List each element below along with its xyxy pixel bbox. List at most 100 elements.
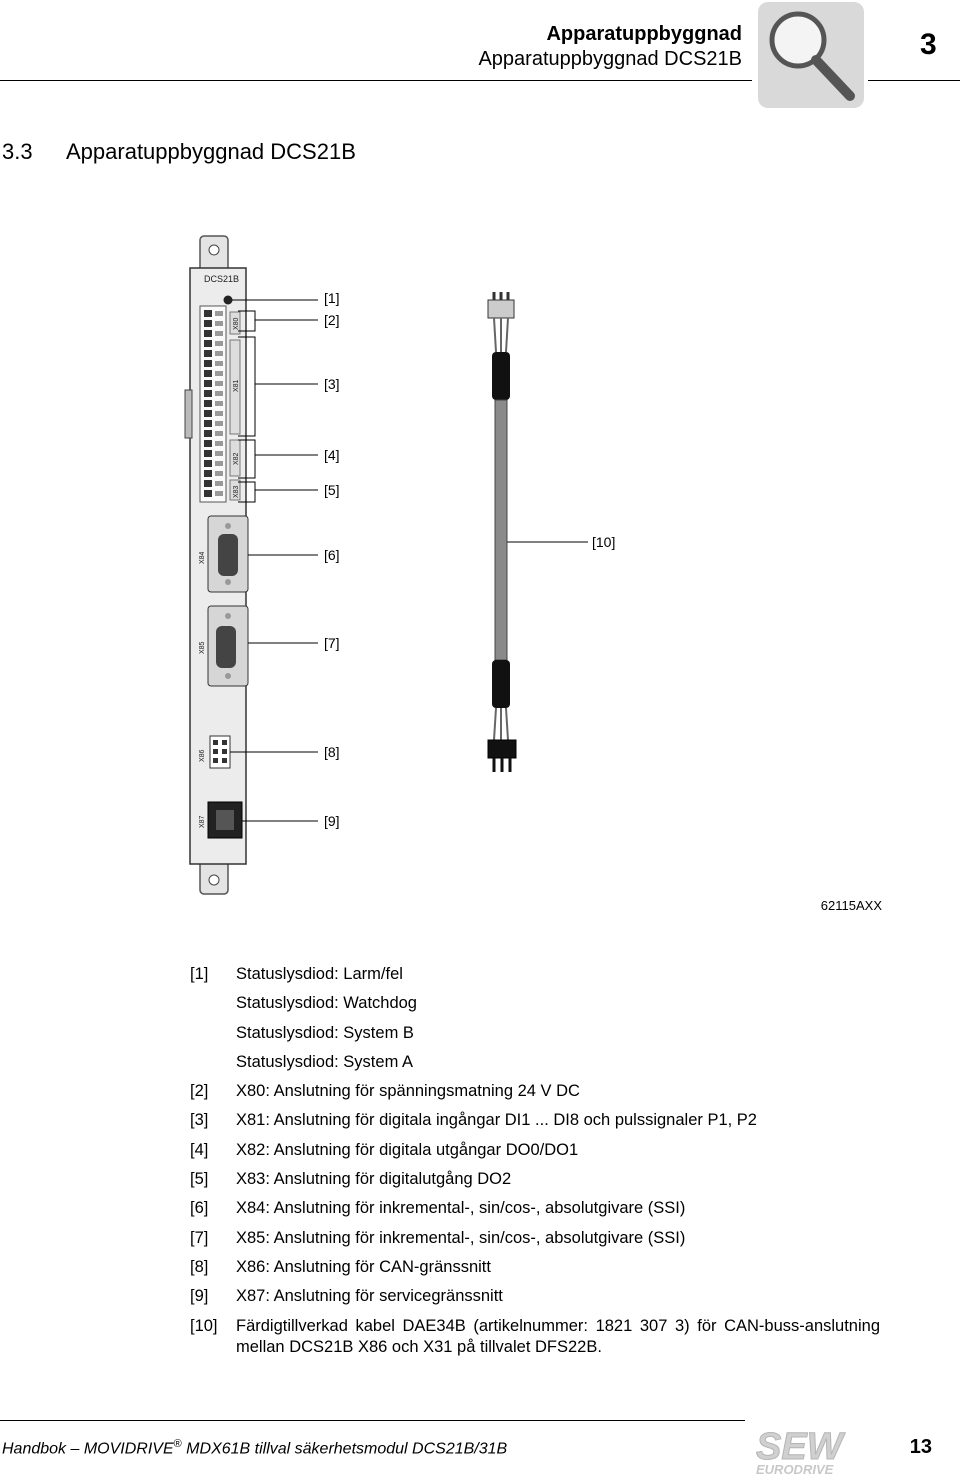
section-title: Apparatuppbyggnad DCS21B <box>66 139 356 164</box>
legend-text: Statuslysdiod: System A <box>236 1052 413 1071</box>
callout-4: [4] <box>324 447 340 463</box>
page-number: 13 <box>909 1436 932 1458</box>
callout-5: [5] <box>324 482 340 498</box>
legend-item: [8]X86: Anslutning för CAN-gränssnitt <box>190 1253 880 1282</box>
terminal-pin <box>204 440 212 447</box>
legend-key: [1] <box>190 965 209 983</box>
section-number: 3.3 <box>2 139 33 164</box>
magnifier-icon <box>758 2 864 108</box>
terminal-spring <box>215 381 223 386</box>
terminal-pin <box>204 460 212 467</box>
terminal-pin <box>204 410 212 417</box>
legend-key <box>190 1019 236 1048</box>
legend-text: X87: Anslutning för servicegränssnitt <box>236 1287 503 1306</box>
legend-text: X82: Anslutning för digitala utgångar DO… <box>236 1140 579 1159</box>
legend-key <box>190 1048 236 1077</box>
callout-8: [8] <box>324 744 340 760</box>
legend-item: [10] Färdigtillverkad kabel DAE34B (artik… <box>190 1312 880 1358</box>
can-cable <box>487 292 517 772</box>
logo-bottom: EURODRIVE <box>756 1462 834 1476</box>
footer-text: Handbok – MOVIDRIVE® MDX61B tillval säke… <box>2 1438 507 1458</box>
device-figure: DCS21B X80 X81 X82 X83 X84 X85 X86 X87 <box>184 235 615 895</box>
legend-item: [6]X84: Anslutning för inkremental-, sin… <box>190 1194 880 1223</box>
connector-label-x86: X86 <box>199 749 206 762</box>
connector-label-x81: X81 <box>233 379 240 392</box>
header-subtitle: Apparatuppbyggnad DCS21B <box>478 48 742 70</box>
connector-label-x83: X83 <box>233 485 240 498</box>
callout-2: [2] <box>324 312 340 328</box>
legend-text: Statuslysdiod: Larm/fel <box>236 965 403 983</box>
callout-7: [7] <box>324 635 340 651</box>
terminal-pin <box>204 490 212 497</box>
terminal-spring <box>215 451 223 456</box>
legend-key: [5] <box>190 1170 209 1189</box>
registered-mark: ® <box>173 1438 182 1450</box>
terminal-spring <box>215 481 223 486</box>
status-led-block <box>223 295 233 305</box>
legend-key: [9] <box>190 1287 209 1306</box>
legend-key: [10] <box>190 1316 218 1335</box>
sew-eurodrive-logo: SEW EURODRIVE <box>752 1426 862 1481</box>
legend-item: Statuslysdiod: System B <box>190 1019 880 1048</box>
terminal-spring <box>215 341 223 346</box>
terminal-spring <box>215 321 223 326</box>
legend-key: [7] <box>190 1228 209 1247</box>
legend-key: [3] <box>190 1111 209 1130</box>
terminal-pin <box>204 320 212 327</box>
header-rule-right <box>868 80 960 81</box>
legend-text: X81: Anslutning för digitala ingångar DI… <box>236 1111 757 1130</box>
terminal-spring <box>215 361 223 366</box>
terminal-pin <box>204 330 212 337</box>
callout-3: [3] <box>324 376 340 392</box>
chapter-number: 3 <box>920 28 937 61</box>
legend-key: [2] <box>190 1082 209 1101</box>
terminal-pin <box>204 430 212 437</box>
connector-label-x82: X82 <box>233 452 240 465</box>
terminal-spring <box>215 311 223 316</box>
legend-item: [3] X81: Anslutning för digitala ingångar… <box>190 1106 880 1135</box>
terminal-pin <box>204 340 212 347</box>
terminal-spring <box>215 431 223 436</box>
terminal-pin <box>204 310 212 317</box>
connector-label-x80: X80 <box>233 317 240 330</box>
figure-id: 62115AXX <box>820 898 882 913</box>
side-clip <box>184 389 193 439</box>
legend-key: [4] <box>190 1140 209 1159</box>
legend-text: Statuslysdiod: System B <box>236 1023 414 1042</box>
terminal-spring <box>215 391 223 396</box>
terminal-pin <box>204 470 212 477</box>
header-rule <box>0 80 752 81</box>
callout-10: [10] <box>592 534 615 550</box>
legend-item: [2]X80: Anslutning för spänningsmatning … <box>190 1077 880 1106</box>
callout-9: [9] <box>324 813 340 829</box>
legend-item: [5]X83: Anslutning för digitalutgång DO2 <box>190 1165 880 1194</box>
terminal-pin <box>204 370 212 377</box>
terminal-pin <box>204 450 212 457</box>
connector-label-x84: X84 <box>199 551 206 564</box>
legend-item: [9] X87: Anslutning för servicegränssnitt <box>190 1282 880 1311</box>
terminal-pin <box>204 400 212 407</box>
sub-d-connector-x84 <box>207 515 249 593</box>
legend-text: Färdigtillverkad kabel DAE34B (artikelnu… <box>236 1316 880 1356</box>
footer-text-pre: Handbok – MOVIDRIVE <box>2 1440 174 1458</box>
terminal-spring <box>215 371 223 376</box>
device-label: DCS21B <box>204 274 239 284</box>
header-title-block: Apparatuppbyggnad Apparatuppbyggnad DCS2… <box>478 22 742 72</box>
terminal-pin <box>204 380 212 387</box>
legend-text: X86: Anslutning för CAN-gränssnitt <box>236 1257 491 1276</box>
can-connector-x86 <box>209 735 231 769</box>
callout-1: [1] <box>324 290 340 306</box>
callout-lines <box>230 299 588 822</box>
terminal-spring <box>215 441 223 446</box>
legend-item: Statuslysdiod: Watchdog <box>190 989 880 1018</box>
terminal-spring <box>215 461 223 466</box>
terminal-spring <box>215 471 223 476</box>
service-connector-x87 <box>207 801 243 839</box>
terminal-spring <box>215 411 223 416</box>
legend-key <box>190 989 236 1018</box>
footer-text-post: MDX61B tillval säkerhetsmodul DCS21B/31B <box>181 1440 508 1458</box>
terminal-spring <box>215 351 223 356</box>
terminal-pin <box>204 390 212 397</box>
terminal-spring <box>215 421 223 426</box>
